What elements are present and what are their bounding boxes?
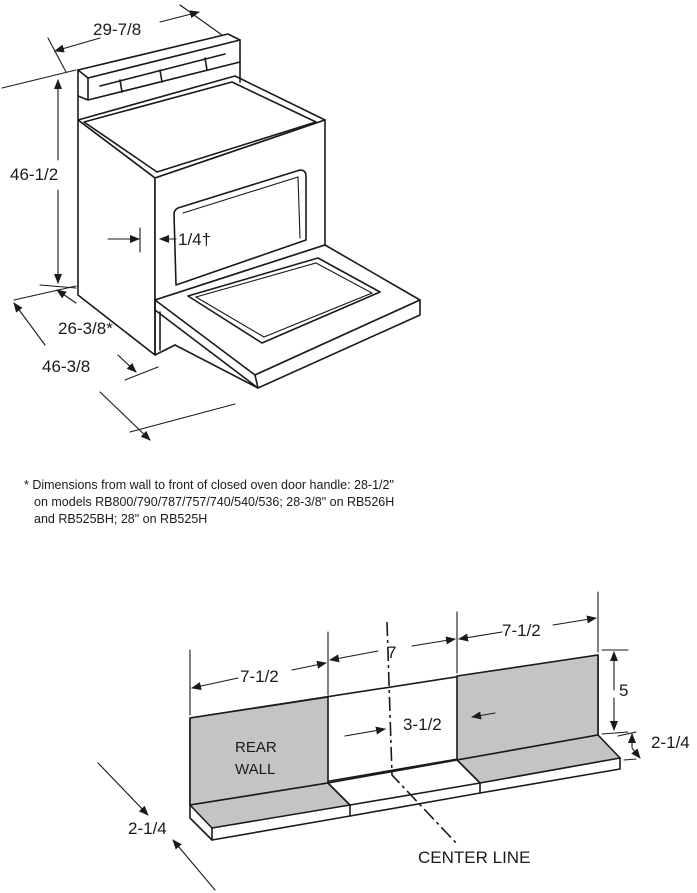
footnote: * Dimensions from wall to front of close…: [24, 477, 494, 528]
width-label: 29-7/8: [93, 20, 141, 39]
oven-window: [173, 169, 307, 286]
center-line-label: CENTER LINE: [418, 848, 530, 867]
cabinet-dimensions: 7-1/2 7 7-1/2 5 3-1/2 2-1/4 2-1/4 CENTER…: [97, 591, 690, 891]
left-depth-label: 2-1/4: [128, 819, 167, 838]
range-dimensions: 29-7/8 46-1/2 1/4† 26-3/8* 46-3/8: [1, 4, 236, 441]
footnote-line-2: on models RB800/790/787/757/740/540/536;…: [34, 495, 395, 509]
range-illustration: [77, 33, 421, 389]
cabinet-illustration: REAR WALL: [189, 621, 621, 846]
footnote-line-3: and RB525BH; 28" on RB525H: [34, 512, 208, 526]
right-depth-label: 2-1/4: [651, 733, 690, 752]
right-width-label: 7-1/2: [502, 621, 541, 640]
center-offset-label: 3-1/2: [403, 715, 442, 734]
left-width-label: 7-1/2: [240, 667, 279, 686]
footnote-line-1: * Dimensions from wall to front of close…: [24, 478, 394, 492]
height-label: 46-1/2: [10, 165, 58, 184]
oven-door-window: [187, 257, 381, 344]
center-width-label: 7: [387, 643, 396, 662]
center-line: [386, 621, 459, 846]
rear-wall-label-line1: REAR: [235, 739, 277, 756]
depth-closed-label: 26-3/8*: [58, 319, 113, 338]
gap-label: 1/4†: [178, 230, 211, 249]
depth-open-label: 46-3/8: [42, 357, 90, 376]
height-label-5: 5: [619, 681, 628, 700]
rear-wall-label-line2: WALL: [235, 761, 275, 778]
